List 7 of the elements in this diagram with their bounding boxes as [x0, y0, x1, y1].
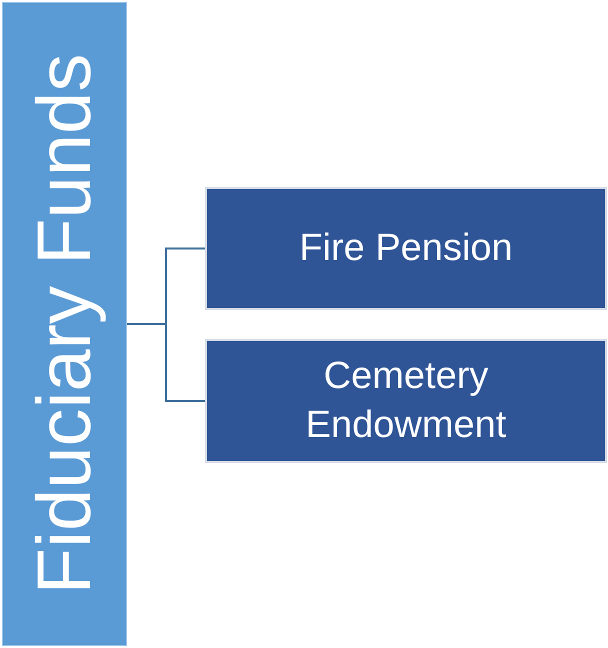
fund-name: Fire Pension	[299, 226, 513, 271]
fund-box	[205, 339, 607, 463]
category-bar	[2, 2, 127, 646]
fund-name: Cemetery Endowment	[304, 354, 508, 448]
category-title: Fiduciary Funds	[22, 54, 106, 594]
fund-box	[205, 187, 607, 310]
connector-line	[127, 323, 205, 402]
